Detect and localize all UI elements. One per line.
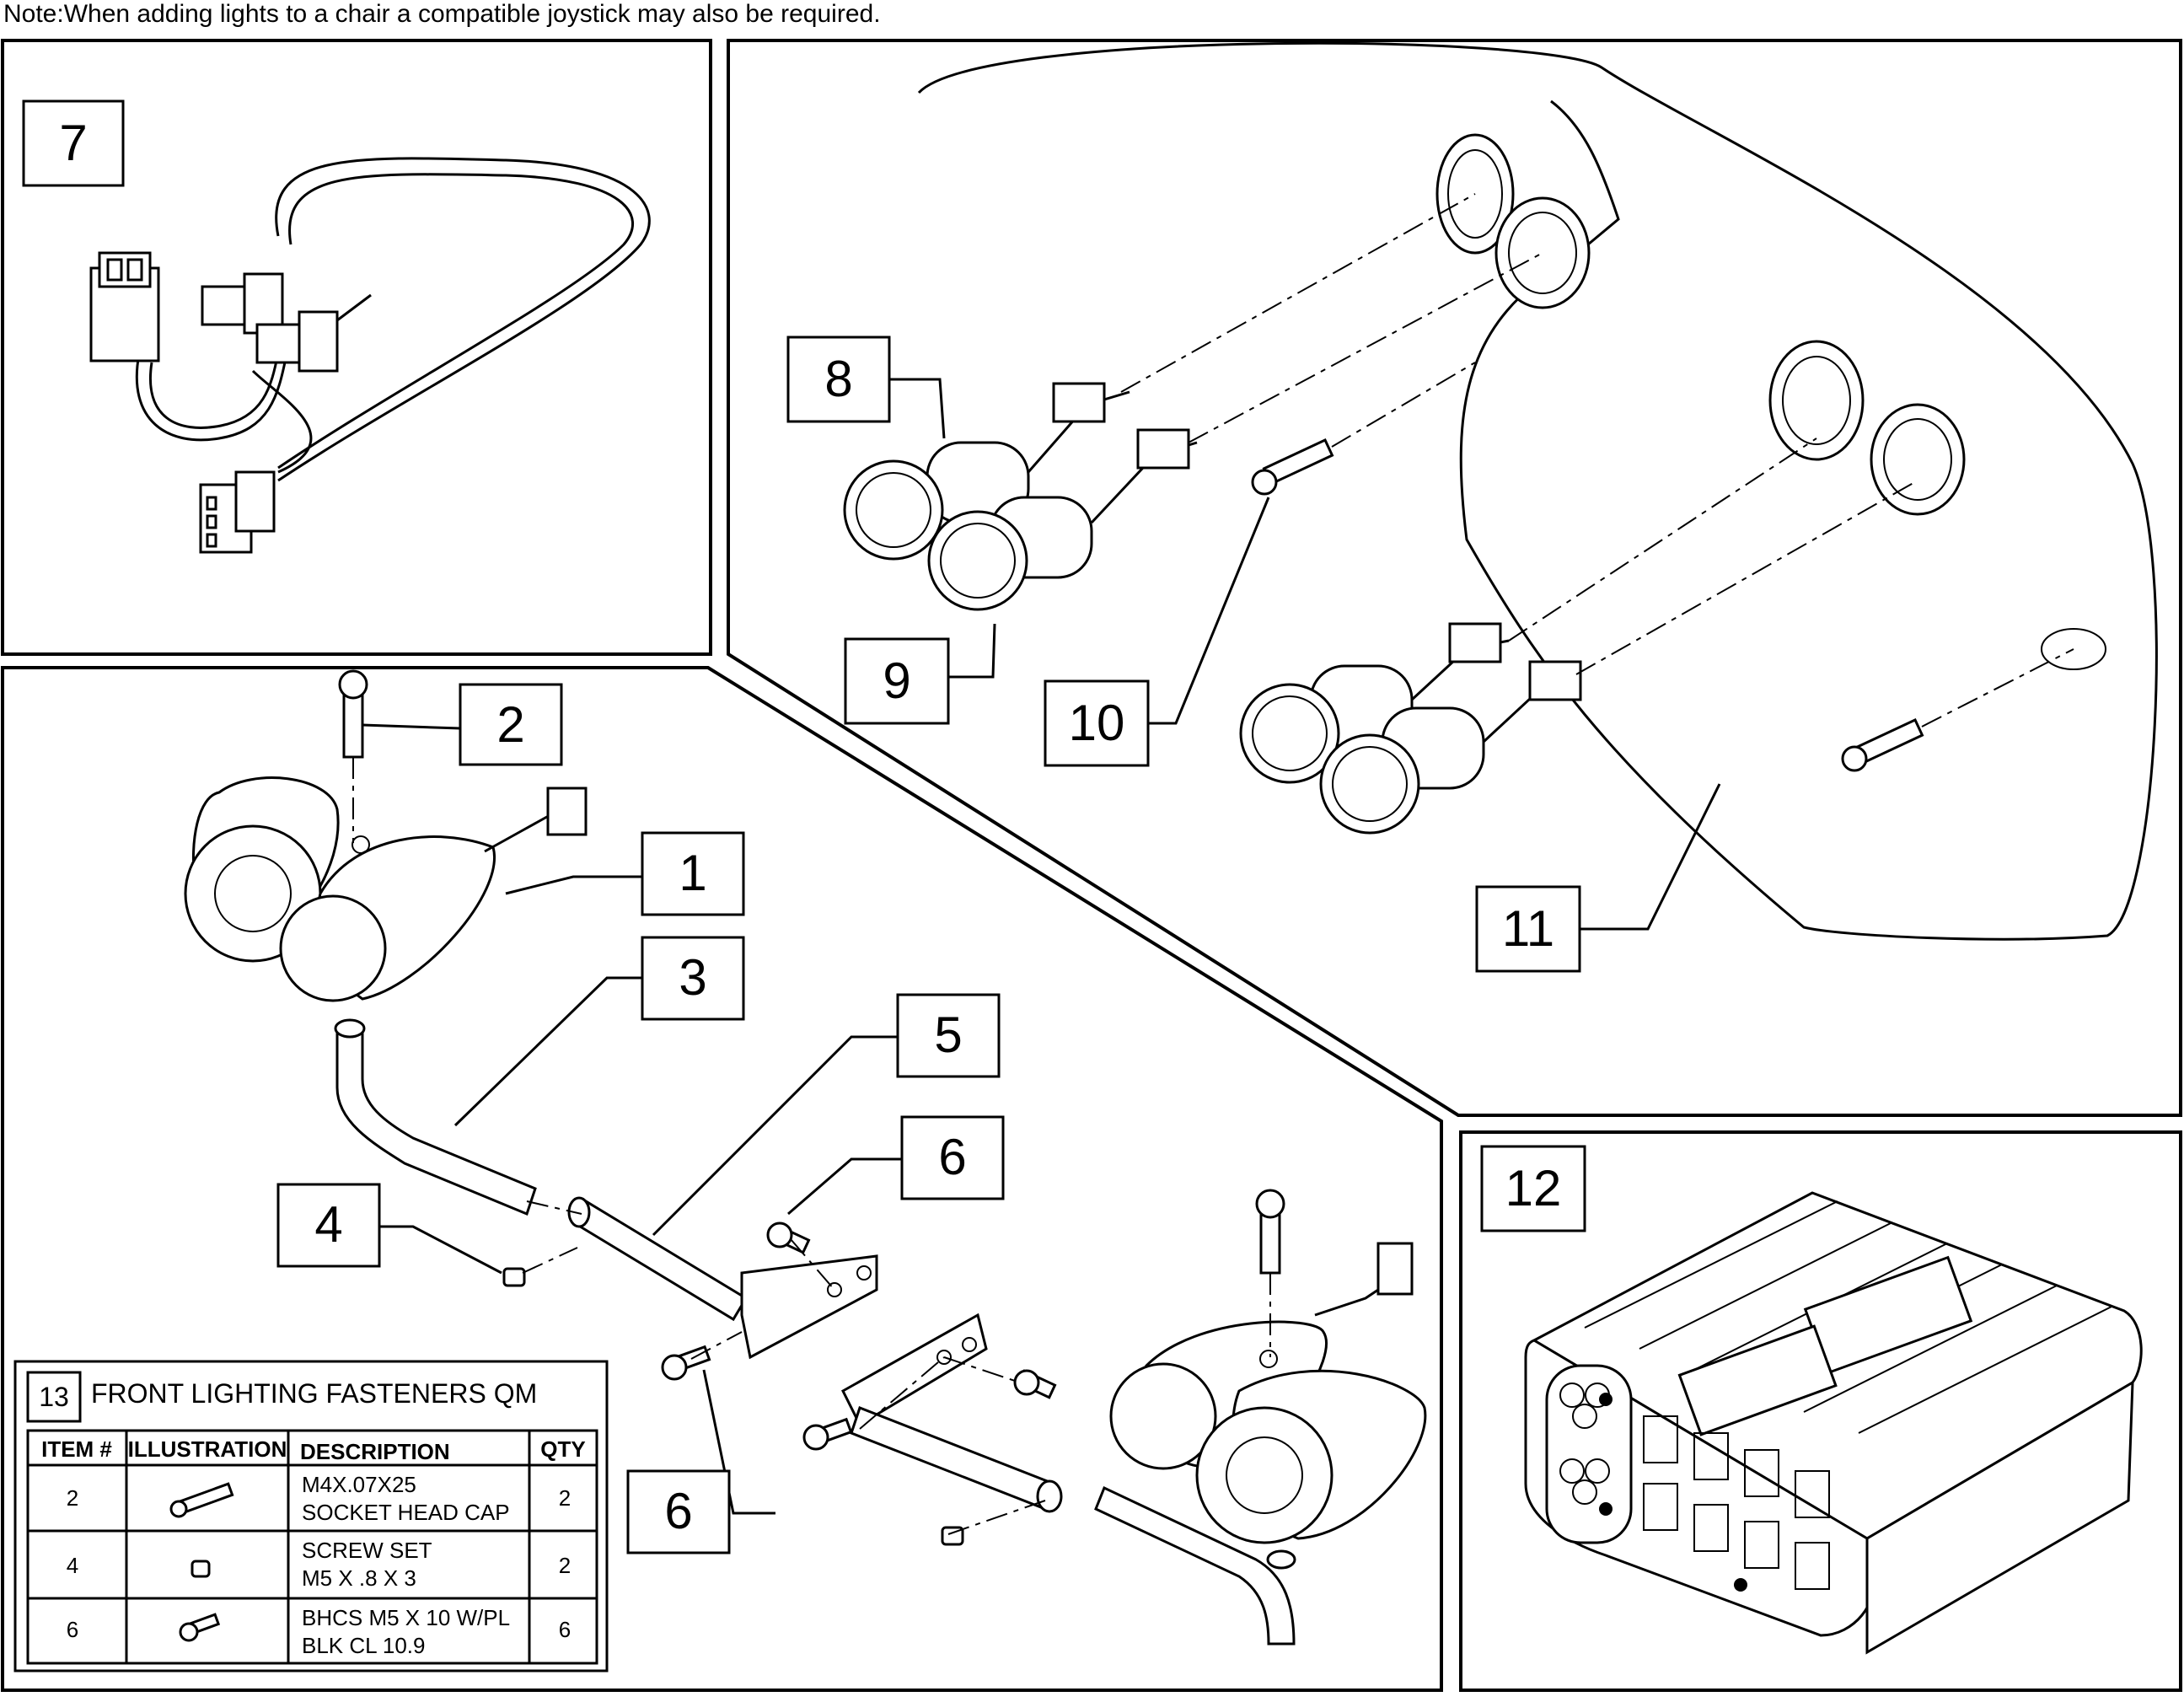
svg-text:3: 3 <box>679 949 706 1006</box>
set-screw-icon <box>190 1560 211 1578</box>
callout-2: 2 <box>459 683 563 766</box>
svg-text:2: 2 <box>559 1553 571 1578</box>
wire-harness-drawing <box>89 157 651 554</box>
callout-7: 7 <box>22 99 125 187</box>
svg-text:BHCS M5 X 10 W/PL: BHCS M5 X 10 W/PL <box>302 1605 510 1630</box>
panel-frames <box>1 39 2182 1692</box>
callout-6-upper: 6 <box>900 1115 1005 1200</box>
fastener-table: 13 FRONT LIGHTING FASTENERS QM ITEM # IL… <box>13 1360 609 1672</box>
svg-text:9: 9 <box>883 652 910 709</box>
callout-4: 4 <box>276 1183 381 1268</box>
callout-9: 9 <box>844 637 950 725</box>
svg-text:4: 4 <box>67 1553 78 1578</box>
callout-12: 12 <box>1480 1145 1586 1232</box>
svg-text:SCREW SET: SCREW SET <box>302 1538 432 1563</box>
svg-text:1: 1 <box>679 845 706 901</box>
svg-text:4: 4 <box>314 1196 342 1253</box>
table-row: 4 SCREW SET M5 X .8 X 3 2 <box>67 1538 571 1591</box>
svg-text:5: 5 <box>934 1007 962 1063</box>
panel-joystick-frame <box>727 39 2182 1117</box>
callout-3: 3 <box>641 936 745 1021</box>
panel-harness-frame <box>1 39 712 656</box>
svg-text:10: 10 <box>1069 695 1125 751</box>
svg-text:6: 6 <box>938 1129 966 1185</box>
table-number-box <box>26 1371 82 1423</box>
panel-module-frame <box>1459 1130 2182 1692</box>
svg-text:12: 12 <box>1505 1160 1562 1216</box>
table-number: 13 <box>39 1382 69 1412</box>
svg-text:7: 7 <box>59 115 87 171</box>
svg-text:2: 2 <box>67 1485 78 1511</box>
table-row: 6 BHCS M5 X 10 W/PL BLK CL 10.9 6 <box>67 1605 571 1658</box>
callout-8: 8 <box>786 336 891 423</box>
table-row: 2 M4X.07X25 SOCKET HEAD CAP 2 <box>67 1472 571 1525</box>
svg-text:BLK CL 10.9: BLK CL 10.9 <box>302 1633 425 1658</box>
panel-front-lighting-frame <box>1 666 1443 1692</box>
header-illustration: ILLUSTRATION <box>128 1436 287 1462</box>
svg-text:2: 2 <box>559 1485 571 1511</box>
button-head-screw-icon <box>179 1613 221 1642</box>
socket-head-screw-icon <box>169 1482 234 1518</box>
svg-text:8: 8 <box>824 351 852 407</box>
control-module-drawing <box>1524 1191 2143 1655</box>
leader-lines <box>362 378 1721 1515</box>
svg-text:SOCKET HEAD CAP: SOCKET HEAD CAP <box>302 1500 510 1525</box>
svg-text:6: 6 <box>559 1617 571 1642</box>
svg-text:6: 6 <box>67 1617 78 1642</box>
diagram-note: Note:When adding lights to a chair a com… <box>3 0 881 28</box>
joystick-housing-drawing <box>843 41 2158 941</box>
svg-text:11: 11 <box>1502 900 1554 957</box>
callout-1: 1 <box>641 831 745 916</box>
callout-10: 10 <box>1044 679 1150 767</box>
front-lighting-drawing <box>184 669 1427 1646</box>
svg-text:6: 6 <box>664 1483 692 1539</box>
header-item: ITEM # <box>41 1436 112 1462</box>
svg-text:2: 2 <box>496 696 524 753</box>
callout-5: 5 <box>896 993 1001 1078</box>
callout-6-lower: 6 <box>626 1469 731 1554</box>
callout-11: 11 <box>1475 885 1581 973</box>
table-title: FRONT LIGHTING FASTENERS QM <box>91 1378 537 1409</box>
header-description: DESCRIPTION <box>300 1439 450 1464</box>
svg-text:M4X.07X25: M4X.07X25 <box>302 1472 416 1497</box>
header-qty: QTY <box>540 1436 585 1462</box>
svg-text:M5 X .8 X 3: M5 X .8 X 3 <box>302 1565 416 1591</box>
